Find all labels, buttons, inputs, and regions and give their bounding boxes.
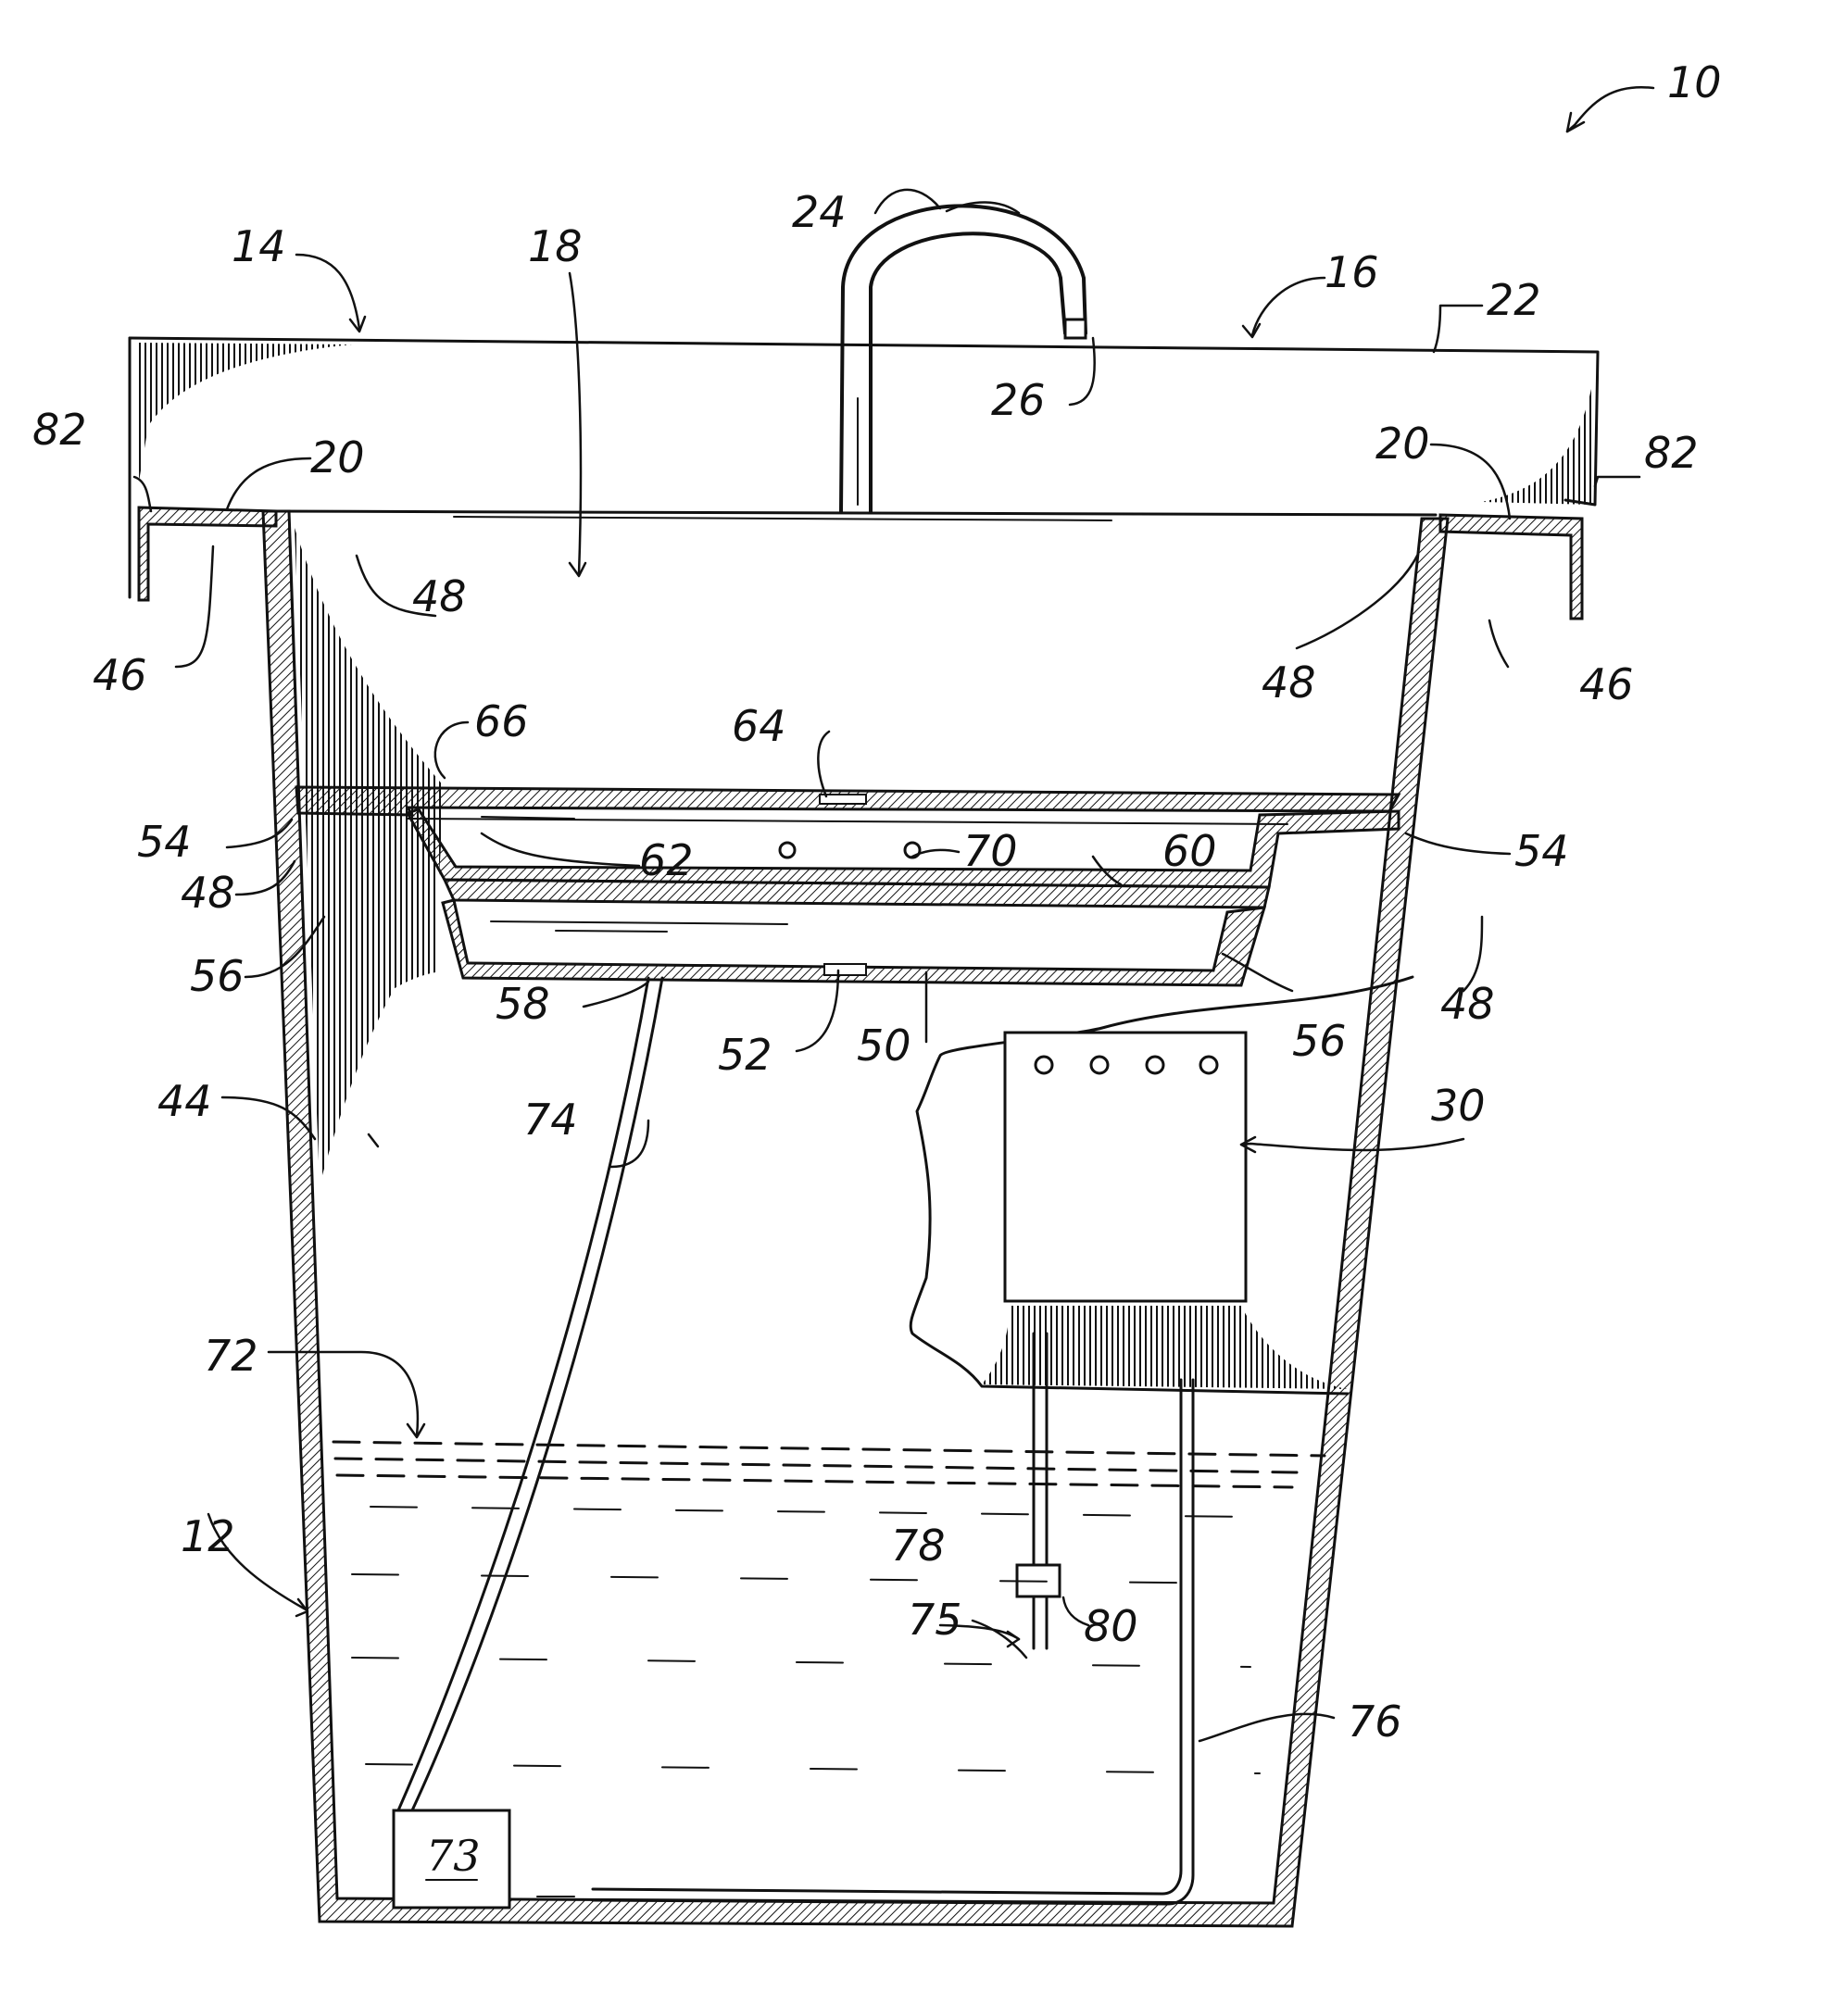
label-80: 80 (1084, 1601, 1138, 1651)
label-62: 62 (639, 835, 694, 885)
label-64: 64 (732, 701, 786, 751)
label-76: 76 (1348, 1697, 1402, 1747)
faucet-outlet (1065, 319, 1086, 338)
faucet (841, 206, 1086, 512)
label-26: 26 (991, 375, 1046, 425)
controller (1005, 1033, 1246, 1301)
label-30: 30 (1431, 1081, 1486, 1131)
label-14: 14 (232, 221, 286, 271)
drain-fitting (824, 964, 866, 975)
label-75: 75 (908, 1595, 962, 1645)
lower-tray (443, 900, 1264, 985)
label-70: 70 (963, 826, 1018, 876)
controller-shading (982, 1306, 1348, 1389)
label-58: 58 (496, 979, 550, 1029)
upper-shelf (296, 787, 1399, 824)
label-48-mid-left: 48 (181, 868, 235, 918)
label-48-upper-left: 48 (412, 571, 467, 621)
label-82-left: 82 (32, 405, 87, 455)
label-54-right: 54 (1514, 826, 1569, 876)
label-20-left: 20 (310, 432, 365, 482)
label-44: 44 (157, 1076, 212, 1126)
label-78: 78 (891, 1521, 946, 1571)
label-74: 74 (523, 1095, 578, 1145)
label-54-left: 54 (137, 817, 192, 867)
label-16: 16 (1325, 247, 1379, 297)
label-18: 18 (528, 221, 583, 271)
label-56-left: 56 (190, 951, 245, 1001)
water-level (333, 1442, 1325, 1773)
label-56-right: 56 (1292, 1016, 1347, 1066)
label-46-right: 46 (1579, 659, 1634, 709)
label-73: 73 (426, 1831, 481, 1881)
label-48-upper-right: 48 (1262, 657, 1316, 707)
label-12: 12 (181, 1511, 235, 1561)
label-52: 52 (718, 1030, 772, 1080)
nozzle-70-a (780, 843, 795, 858)
label-10: 10 (1667, 57, 1722, 107)
label-82-right: 82 (1644, 428, 1699, 478)
label-22: 22 (1487, 275, 1541, 325)
label-66: 66 (474, 696, 529, 746)
right-flange (1440, 515, 1582, 619)
label-48-mid-right: 48 (1440, 979, 1495, 1029)
tank-wall (263, 511, 1448, 1926)
countertop-right-shading (1482, 389, 1593, 505)
left-flange (139, 507, 276, 600)
label-72: 72 (204, 1331, 258, 1381)
label-46-left: 46 (93, 650, 147, 700)
label-24: 24 (792, 187, 847, 237)
label-20-right: 20 (1375, 419, 1430, 469)
label-50: 50 (857, 1021, 911, 1071)
label-60: 60 (1162, 826, 1217, 876)
